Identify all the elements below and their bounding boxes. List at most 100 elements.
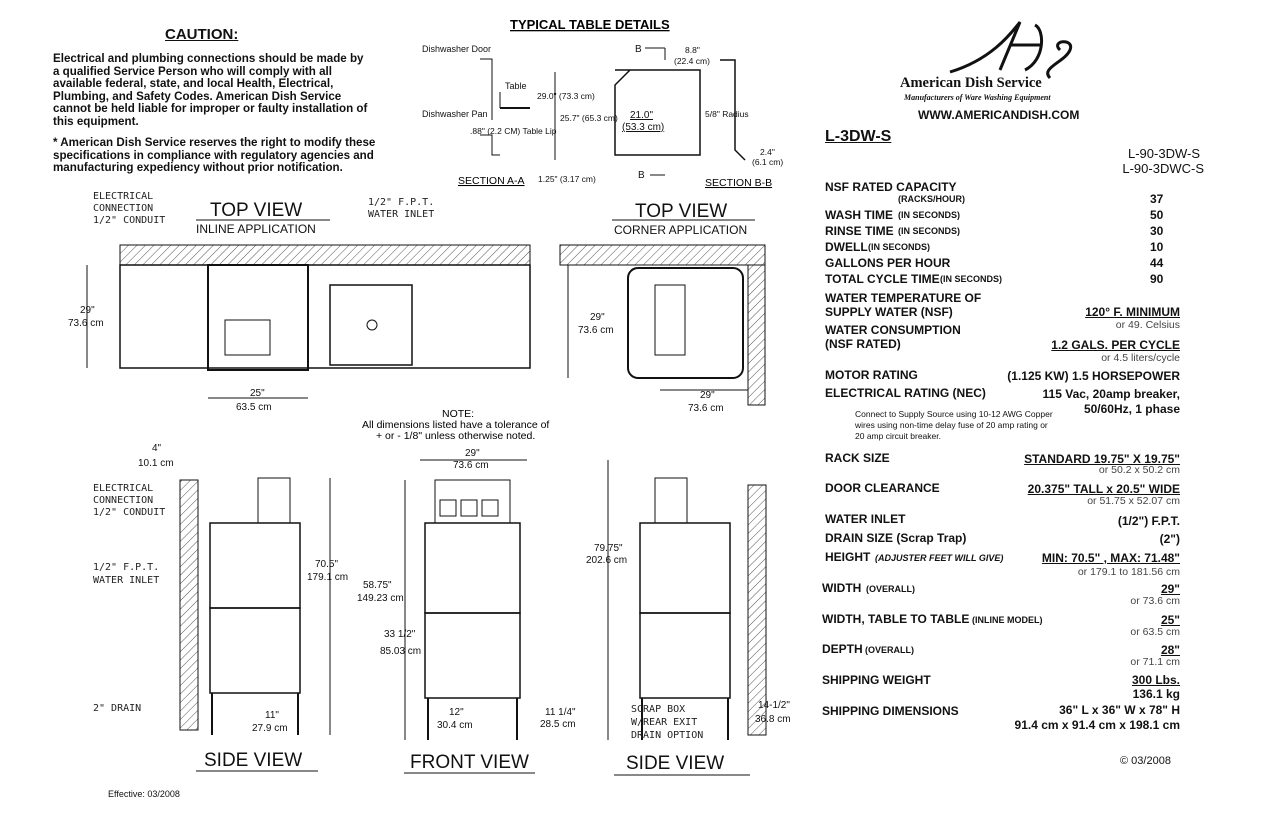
spec-ship-weight-alt: 136.1 kg [1132,687,1180,701]
spec-water-temp-value: 120° F. MINIMUM [1085,305,1180,319]
front-dim-1114: 11 1/4" [545,707,576,718]
dishwasher-door-label: Dishwasher Door [422,44,491,54]
dim-21-label: 21.0" [630,110,653,121]
spec-ship-dim-value: 36" L x 36" W x 78" H [1059,703,1180,717]
spec-wash-time-value: 50 [1150,208,1164,222]
ads-logo [949,21,1073,80]
spec-height-value: MIN: 70.5" , MAX: 71.48" [1041,551,1180,565]
spec-drain: DRAIN SIZE (Scrap Trap) [825,531,967,545]
side-dim-2026: 202.6 cm [586,555,627,566]
model-alt-1: L-90-3DW-S [1127,146,1200,161]
front-dim-3312: 33 1/2" [384,629,416,640]
corner-app-label: CORNER APPLICATION [614,223,747,237]
side-dim-11: 11" [265,710,279,721]
spec-electrical-value-2: 50/60Hz, 1 phase [1083,402,1180,416]
tolerance-note: NOTE: All dimensions listed have a toler… [362,408,549,442]
side-view-right-title: SIDE VIEW [626,753,724,774]
effective-date: Effective: 03/2008 [108,789,180,799]
top-view-inline: ELECTRICAL CONNECTION 1/2" CONDUIT TOP V… [68,191,531,413]
water-inlet-line1: 1/2" F.P.T. [368,197,434,208]
spec-depth-alt: or 71.1 cm [1130,656,1180,668]
table-lip-label: .88" (2.2 CM) Table Lip [470,126,557,136]
spec-consumption-1: WATER CONSUMPTION [825,323,961,337]
table-details-title: TYPICAL TABLE DETAILS [510,17,670,32]
model-title: L-3DW-S [825,128,892,145]
spec-ship-weight: SHIPPING WEIGHT [822,673,931,687]
drain-label: 2" DRAIN [93,703,141,714]
front-dim-736: 73.6 cm [453,460,489,471]
section-bb-label: SECTION B-B [705,177,772,189]
copyright-icon: © [1120,755,1132,767]
dim-88cm-label: (22.4 cm) [674,56,710,66]
top-view-corner-title: TOP VIEW [635,201,727,222]
spec-width-tt-alt: or 63.5 cm [1130,626,1180,638]
scrap-line3: DRAIN OPTION [631,730,703,741]
spec-consumption-value: 1.2 GALS. PER CYCLE [1051,338,1180,352]
inline-dim-29: 29" [80,305,95,316]
b-top-label: B [635,44,642,55]
side-elec-line2: CONNECTION [93,495,153,506]
spec-ship-weight-value: 300 Lbs. [1131,673,1180,687]
scrap-line2: W/REAR EXIT [631,717,697,728]
spec-wash-time: WASH TIME [825,208,893,222]
spec-gph-value: 44 [1150,256,1164,270]
dim-21cm-label: (53.3 cm) [622,122,664,133]
caution-body: Electrical and plumbing connections shou… [53,52,368,128]
radius-label: 5/8" Radius [705,109,749,119]
side-dim-4: 4" [152,443,162,454]
top-view-corner: TOP VIEW CORNER APPLICATION 29" 73.6 cm … [559,201,766,414]
spec-height-note: (ADJUSTER FEET WILL GIVE) [875,553,1004,563]
front-dim-8503: 85.03 cm [380,646,421,657]
note-body-2: + or - 1/8" unless otherwise noted. [376,430,535,442]
side-water-line2: WATER INLET [93,575,159,586]
spec-rack: RACK SIZE [825,451,890,465]
spec-ship-dim-alt: 91.4 cm x 91.4 cm x 198.1 cm [1014,718,1180,732]
spec-ship-dim: SHIPPING DIMENSIONS [822,704,959,718]
corner-dim-29-bottom: 29" [700,390,715,401]
spec-dwell-value: 10 [1150,240,1164,254]
spec-width-tt-value: 25" [1160,613,1180,627]
front-view-title: FRONT VIEW [410,752,529,773]
note-title: NOTE: [442,408,474,420]
caution-note: * American Dish Service reserves the rig… [53,136,376,175]
spec-depth-overall: (OVERALL) [865,645,914,655]
corner-dim-29: 29" [590,312,605,323]
spec-motor: MOTOR RATING [825,368,918,382]
spec-depth-value: 28" [1160,643,1180,657]
spec-cycle-value: 90 [1150,272,1164,286]
dim-125-label: 1.25" (3.17 cm) [538,174,596,184]
side-dim-368: 36.8 cm [755,714,791,725]
spec-width-value: 29" [1160,582,1180,596]
spec-door-value: 20.375" TALL x 20.5" WIDE [1027,482,1180,496]
side-view-right: 79.75" 202.6 cm SCRAP BOX W/REAR EXIT DR… [586,460,791,776]
front-dim-285: 28.5 cm [540,719,576,730]
side-dim-279: 27.9 cm [252,723,288,734]
elec-conn-line2: CONNECTION [93,203,153,214]
spec-nsf-capacity: NSF RATED CAPACITY [825,180,957,194]
spec-rinse-time: RINSE TIME [825,224,894,238]
spec-rinse-seconds: (IN SECONDS) [898,226,961,236]
side-dim-1791: 179.1 cm [307,572,348,583]
spec-height-alt: or 179.1 to 181.56 cm [1077,566,1180,578]
brand-url: WWW.AMERICANDISH.COM [918,108,1080,122]
copyright-date: 03/2008 [1131,755,1171,767]
inline-dim-635: 63.5 cm [236,402,272,413]
spec-cycle-seconds: (IN SECONDS) [940,274,1003,284]
side-elec-line1: ELECTRICAL [93,483,153,494]
spec-rack-value: STANDARD 19.75" X 19.75" [1024,452,1180,466]
front-dim-12: 12" [449,707,464,718]
front-dim-14923: 149.23 cm [357,593,404,604]
front-view: 29" 73.6 cm 58.75" 149.23 cm 33 1/2" 85.… [357,448,576,774]
spec-motor-value: (1.125 KW) 1.5 HORSEPOWER [1007,369,1180,383]
caution-title: CAUTION: [165,26,239,43]
section-aa-label: SECTION A-A [458,175,525,187]
inline-dim-736: 73.6 cm [68,318,104,329]
side-view-left-title: SIDE VIEW [204,750,302,771]
spec-rack-alt: or 50.2 x 50.2 cm [1098,464,1180,476]
spec-width-tt: WIDTH, TABLE TO TABLE [822,612,970,626]
water-inlet-line2: WATER INLET [368,209,434,220]
elec-conn-line1: ELECTRICAL [93,191,153,202]
spec-water-temp-2: SUPPLY WATER (NSF) [825,305,953,319]
b-bottom-label: B [638,170,645,181]
spec-drain-value: (2") [1159,532,1180,546]
